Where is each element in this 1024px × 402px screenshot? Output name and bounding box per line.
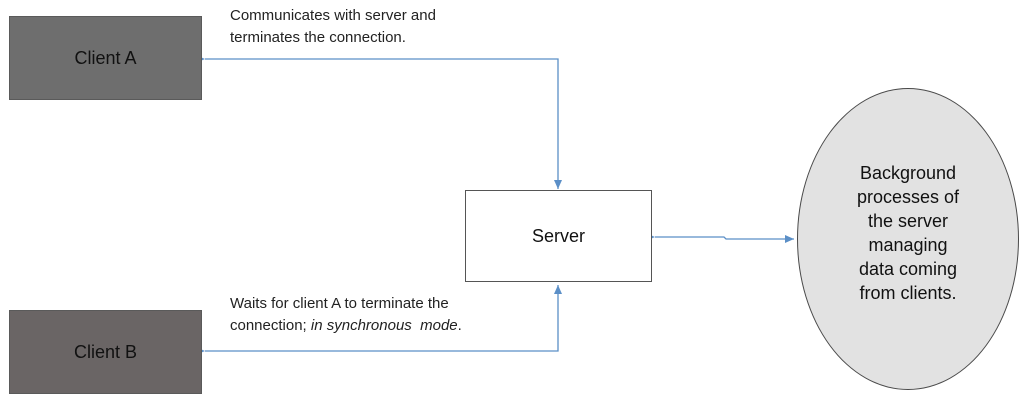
client-b-annotation: Waits for client A to terminate the conn… <box>230 293 462 337</box>
background-line-6: from clients. <box>859 283 957 303</box>
connector-client-b-server <box>196 285 562 355</box>
background-line-1: Background <box>859 163 957 183</box>
server-label: Server <box>531 225 585 246</box>
client-b-annotation-plain: connection; <box>230 317 311 334</box>
client-b-label: Client B <box>73 341 138 362</box>
background-line-2: processes of <box>856 187 960 207</box>
background-line-4: managing <box>868 235 948 255</box>
client-a-label: Client A <box>74 47 137 68</box>
client-b-node: Client B <box>9 310 202 394</box>
background-processes-label: Background processes of the server manag… <box>857 161 959 305</box>
background-line-5: data coming <box>858 259 958 279</box>
client-b-annotation-end: . <box>457 317 462 334</box>
connector-client-a-server <box>196 55 562 189</box>
client-a-annotation: Communicates with server and terminates … <box>230 5 436 49</box>
background-line-3: the server <box>867 211 949 231</box>
client-b-annotation-line-1: Waits for client A to terminate the <box>230 295 449 312</box>
client-b-annotation-line-2: connection; in synchronous mode. <box>230 315 462 337</box>
client-b-annotation-italic: in synchronous mode <box>310 317 458 334</box>
client-a-annotation-line-1: Communicates with server and <box>230 7 436 24</box>
client-a-annotation-line-2: terminates the connection. <box>230 29 406 46</box>
background-processes-node: Background processes of the server manag… <box>797 88 1019 390</box>
server-node: Server <box>465 190 652 282</box>
connector-server-background <box>646 233 794 243</box>
client-a-node: Client A <box>9 16 202 100</box>
